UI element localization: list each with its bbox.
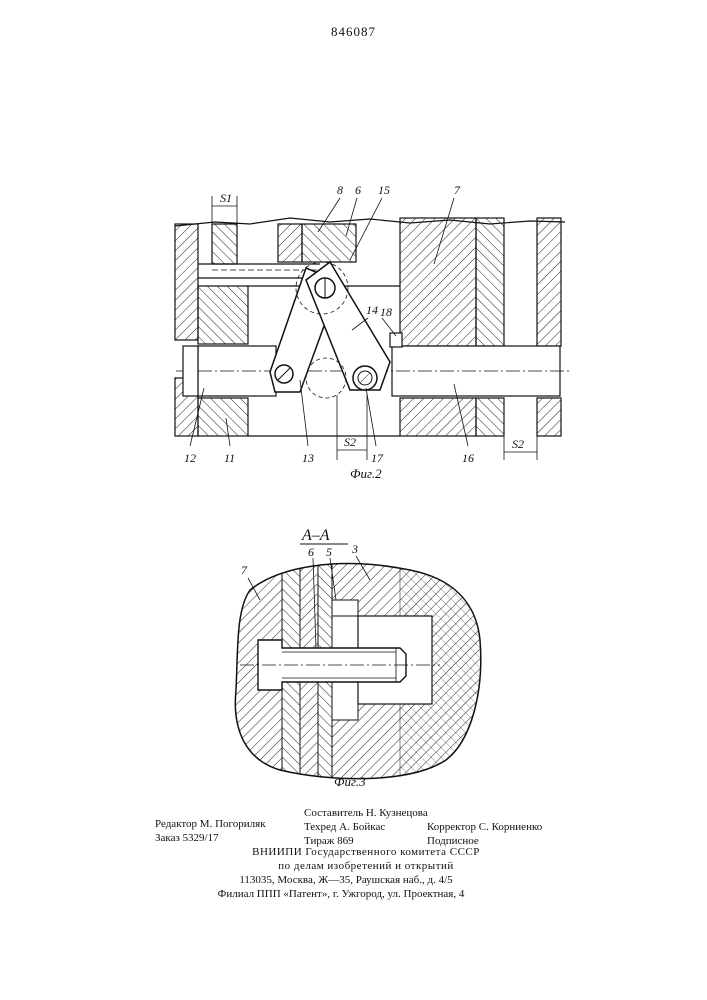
part-11-upper [198, 286, 248, 344]
fig3-label-5: 5 [326, 545, 332, 559]
fig3-label-3: 3 [351, 542, 358, 556]
colophon-order: Заказ 5329/17 [155, 831, 219, 845]
part-11-lower [198, 398, 248, 436]
fig3-label-6: 6 [308, 545, 314, 559]
label-6: 6 [355, 183, 361, 197]
label-18: 18 [380, 305, 392, 319]
label-8: 8 [337, 183, 343, 197]
colophon-compiler: Составитель Н. Кузнецова [304, 806, 428, 820]
label-13: 13 [302, 451, 314, 465]
fig3-label-7: 7 [241, 563, 248, 577]
colophon-org-line1: ВНИИПИ Государственного комитета СССР [226, 845, 506, 859]
label-15: 15 [378, 183, 390, 197]
colophon-techeditor: Техред А. Бойкас [304, 820, 385, 834]
colophon-editor: Редактор М. Погориляк [155, 817, 266, 831]
colophon-corrector: Корректор С. Корниенко [427, 820, 542, 834]
label-14: 14 [366, 303, 378, 317]
section-label: A–A [301, 527, 330, 544]
part-18 [390, 333, 402, 347]
figure-3-caption: Фиг.3 [334, 774, 366, 789]
label-17: 17 [371, 451, 384, 465]
figure-2-drawing: S1 8 6 15 7 14 18 12 11 13 S2 17 16 S2 Ф… [0, 0, 707, 500]
label-s2-middle: S2 [344, 435, 356, 449]
colophon-branch: Филиал ППП «Патент», г. Ужгород, ул. Про… [176, 887, 506, 901]
label-11: 11 [224, 451, 235, 465]
right-wall-lower [537, 398, 561, 436]
colophon-org-line2: по делам изобретений и открытий [226, 859, 506, 873]
left-wall-upper [175, 224, 198, 340]
label-12: 12 [184, 451, 196, 465]
label-16: 16 [462, 451, 474, 465]
label-7: 7 [454, 183, 461, 197]
label-s2-right: S2 [512, 437, 524, 451]
figure-3-drawing: A–A 7 6 5 3 Фиг.3 [0, 500, 707, 800]
part-7-upper [400, 218, 476, 346]
right-wall-upper [537, 218, 561, 346]
figure-2-caption: Фиг.2 [350, 466, 382, 481]
colophon-org-line3: 113035, Москва, Ж—35, Раушская наб., д. … [196, 873, 496, 887]
label-s1: S1 [220, 191, 232, 205]
